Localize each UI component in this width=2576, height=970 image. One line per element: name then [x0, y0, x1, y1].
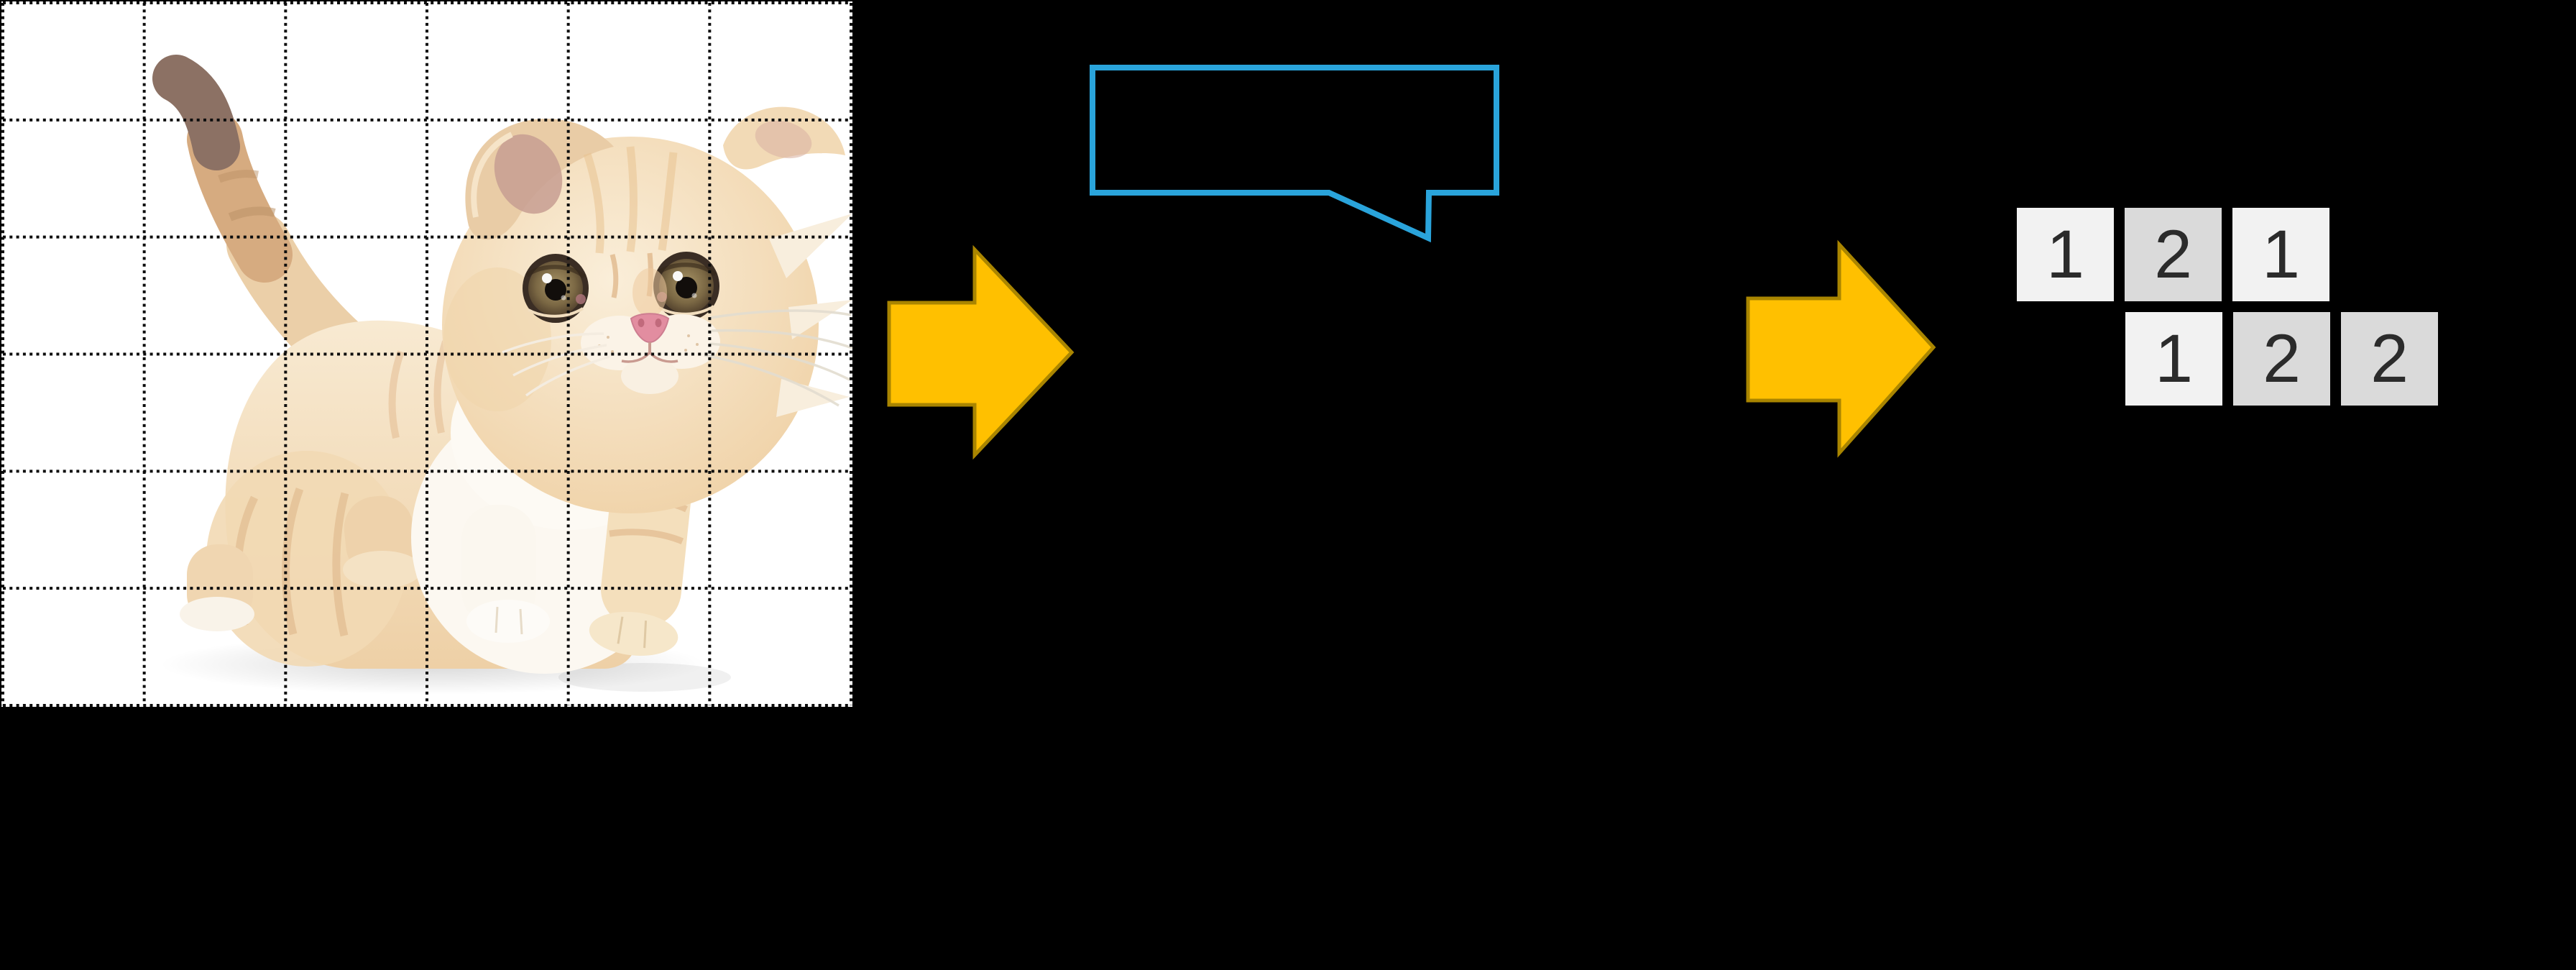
arrow-right-icon-2 — [1746, 239, 1936, 458]
speech-bubble-text — [1092, 67, 1496, 193]
whiskers-left — [502, 332, 610, 397]
arrow-right-icon-1 — [887, 244, 1075, 460]
token-cell-1: 1 — [2232, 208, 2329, 301]
token-cell-2: 2 — [2125, 208, 2222, 301]
token-cell-2: 2 — [2341, 312, 2438, 406]
kitten-figure — [152, 55, 852, 695]
token-cell-1: 1 — [2017, 208, 2114, 301]
gridded-cat-photo — [1, 1, 852, 707]
cat-photo-illustration — [1, 1, 852, 707]
token-cell-2: 2 — [2233, 312, 2330, 406]
kitten-ears — [465, 106, 845, 240]
patch-grid-overlay — [1, 1, 852, 707]
kitten-eyes — [523, 252, 719, 323]
whiskers-right — [704, 309, 852, 407]
token-cell-1: 1 — [2125, 312, 2222, 406]
